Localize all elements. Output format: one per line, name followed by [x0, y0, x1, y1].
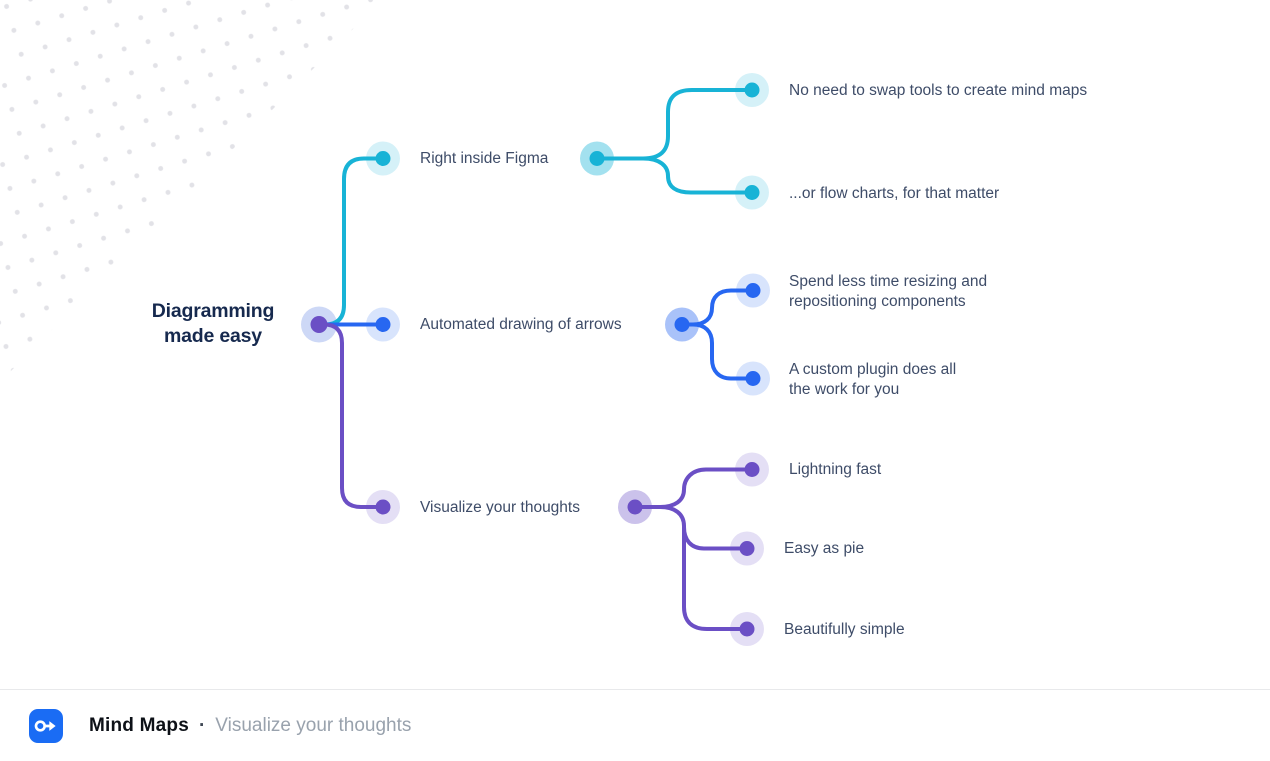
edge-root-to-branch-2	[317, 322, 385, 509]
footer-separator: ·	[198, 714, 206, 736]
node-dot	[745, 371, 761, 386]
node-arrow-icon	[34, 719, 56, 732]
node-dot	[744, 82, 760, 98]
mindmap-graph	[301, 73, 770, 646]
child-label: No need to swap tools to create mind map…	[789, 82, 1088, 99]
edge-branch0-child1	[595, 156, 754, 195]
node-dot	[739, 621, 755, 637]
node-dot	[375, 317, 391, 332]
node-dot	[375, 499, 391, 515]
child-label: Lightning fast	[789, 460, 882, 478]
root-node-label: Diagramming made easy	[151, 300, 275, 347]
branch-label: Automated drawing of arrows	[420, 316, 622, 333]
node-dot	[745, 283, 761, 298]
edge-branch2-child0	[633, 467, 754, 509]
edge-branch2-child1	[682, 525, 749, 551]
node-dot	[627, 499, 643, 515]
child-label: Spend less time resizing and repositioni…	[789, 272, 988, 310]
footer-app-name: Mind Maps	[89, 714, 189, 736]
mind-maps-app-icon[interactable]	[29, 708, 63, 743]
branch-label: Visualize your thoughts	[420, 498, 580, 516]
node-dot	[744, 462, 760, 477]
footer-tagline: Visualize your thoughts	[215, 714, 412, 736]
root-node-dot	[310, 316, 328, 333]
node-dot	[674, 317, 690, 332]
edge-branch2-child2	[633, 505, 749, 631]
node-dot	[739, 541, 755, 556]
edge-branch1-child1	[680, 322, 755, 381]
child-label: Easy as pie	[784, 539, 865, 557]
child-label: ...or flow charts, for that matter	[789, 184, 1000, 202]
child-label: Beautifully simple	[784, 620, 905, 638]
footer-bar: Mind Maps · Visualize your thoughts	[0, 689, 1270, 761]
node-dot	[744, 185, 760, 200]
node-dot	[375, 151, 391, 166]
child-label: A custom plugin does all the work for yo…	[789, 360, 957, 398]
footer-text: Mind Maps · Visualize your thoughts	[89, 715, 411, 737]
branch-label: Right inside Figma	[420, 150, 549, 167]
node-dot	[589, 151, 605, 166]
edge-root-to-branch-0	[317, 156, 385, 327]
edge-branch0-child0	[595, 88, 754, 161]
